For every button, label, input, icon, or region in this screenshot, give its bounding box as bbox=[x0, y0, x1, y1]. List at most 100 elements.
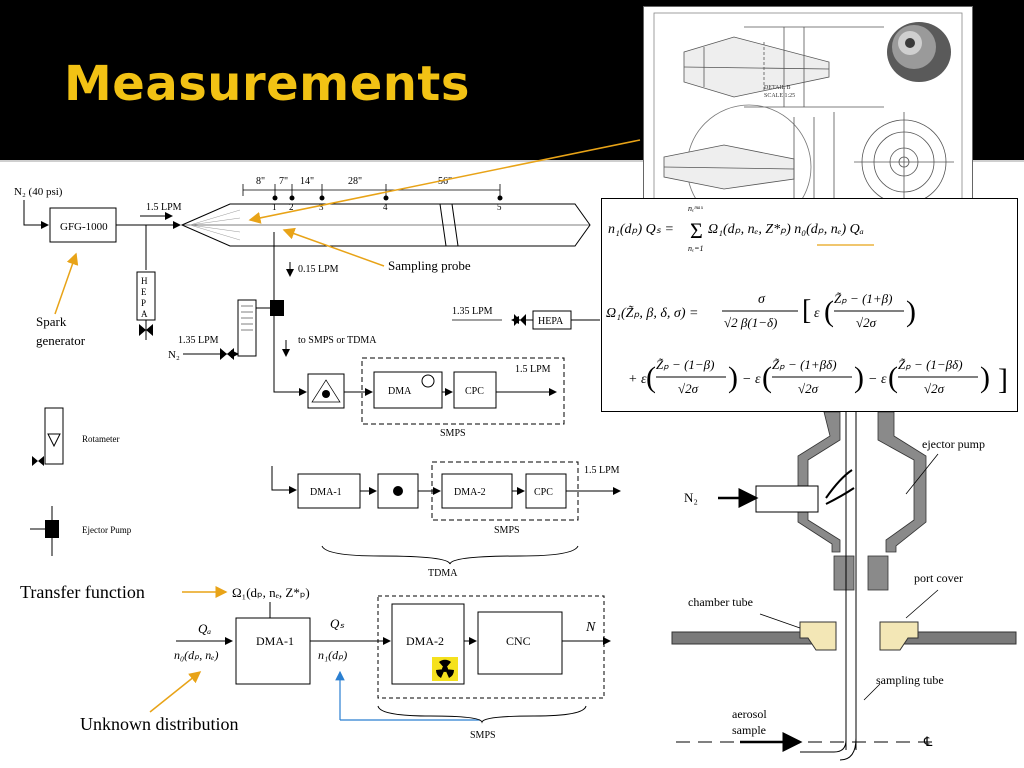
eq2-paren-close-1: ) bbox=[906, 295, 916, 328]
port-3: 3 bbox=[319, 202, 324, 212]
eq2-term4-den: √2σ bbox=[924, 381, 945, 396]
eq2-term3-den: √2σ bbox=[798, 381, 819, 396]
drawing-detail-label: DETAIL B bbox=[764, 85, 790, 91]
hepa-letter-h: H bbox=[141, 276, 148, 286]
aerosol-label-1: aerosol bbox=[732, 707, 767, 721]
tf-dma1-box bbox=[235, 617, 311, 685]
spark-generator-box bbox=[49, 207, 117, 243]
dma-label: DMA bbox=[388, 386, 412, 397]
eq2-plus-eps: + ε bbox=[628, 372, 647, 387]
eq2-term2-num: Z̃ₚ − (1−β) bbox=[656, 357, 714, 372]
smps2-label: SMPS bbox=[494, 525, 520, 536]
aerosol-label-2: sample bbox=[732, 723, 766, 737]
hepa-letter-p: P bbox=[141, 298, 146, 308]
centerline-symbol: ℄ bbox=[923, 734, 933, 749]
eq1-rhs: Ω₁(dₚ, nₑ, Z*ₚ) n₀(dₚ, nₑ) Qₐ bbox=[708, 222, 864, 237]
eq2-paren-close-2: ) bbox=[728, 361, 738, 394]
main-flow-label: 1.5 LPM bbox=[146, 202, 182, 213]
tf-cnc-label: CNC bbox=[506, 634, 531, 648]
spark-generator-model: GFG-1000 bbox=[60, 221, 108, 233]
to-smps-label: to SMPS or TDMA bbox=[298, 335, 377, 346]
chamber-tube-label: chamber tube bbox=[688, 595, 753, 609]
tf-cnc-box bbox=[477, 611, 563, 675]
legend-rotameter-symbol bbox=[44, 407, 64, 465]
eq2-paren-close-4: ) bbox=[980, 361, 990, 394]
dma1-label: DMA-1 bbox=[310, 487, 342, 498]
eq2-bracket-open: [ bbox=[802, 295, 811, 326]
distance-5: 56" bbox=[438, 176, 452, 187]
eq2-term2-den: √2σ bbox=[678, 381, 699, 396]
n1-label: n₁(dₚ) bbox=[318, 648, 347, 662]
dma2-label: DMA-2 bbox=[454, 487, 486, 498]
eq1-sum-top: nₑᵐᵃˣ bbox=[688, 204, 704, 213]
dma1-box bbox=[297, 473, 361, 509]
omega-expression: Ω₁(dₚ, nₑ, Z*ₚ) bbox=[232, 585, 310, 600]
n2-supply-label: N₂ (40 psi) bbox=[14, 186, 63, 198]
valve-icon bbox=[139, 324, 153, 336]
n2-inlet-label: N₂ bbox=[168, 349, 180, 361]
eq2-paren-close-3: ) bbox=[854, 361, 864, 394]
eq2-paren-open-4: ( bbox=[888, 361, 898, 394]
eq1-lhs: n₁(dₚ) Qₛ = bbox=[608, 222, 674, 237]
distribution-pointer-arrow bbox=[149, 671, 202, 713]
nozzle-render bbox=[887, 22, 951, 82]
eq2-term1-den: √2σ bbox=[856, 315, 877, 330]
qs-label: Qₛ bbox=[330, 616, 344, 631]
ejector-n2-label: N₂ bbox=[684, 490, 698, 505]
equations-panel: n₁(dₚ) Qₛ = nₑᵐᵃˣ Σ nₑ=1 Ω₁(dₚ, nₑ, Z*ₚ)… bbox=[601, 198, 1018, 412]
probe-pointer-arrow bbox=[282, 227, 385, 267]
sampling-probe-label: Sampling probe bbox=[388, 258, 471, 273]
sampling-tube-label: sampling tube bbox=[876, 673, 944, 687]
eq2-term4-num: Z̃ₚ − (1−βδ) bbox=[898, 357, 963, 372]
legend-ejector: Ejector Pump bbox=[82, 525, 132, 535]
distance-3: 14" bbox=[300, 176, 314, 187]
eq2-paren-open-2: ( bbox=[646, 361, 656, 394]
port-1: 1 bbox=[272, 202, 277, 212]
cpc-label: CPC bbox=[465, 386, 484, 397]
spark-label-line1: Spark bbox=[36, 314, 67, 329]
smps-flow-label: 1.5 LPM bbox=[515, 364, 551, 375]
port-4: 4 bbox=[383, 202, 388, 212]
eq2-bracket-close: ] bbox=[998, 363, 1008, 396]
distance-2: 7" bbox=[279, 176, 288, 187]
unknown-distribution-label: Unknown distribution bbox=[80, 714, 239, 734]
eq2-minus-eps-2: − ε bbox=[868, 372, 887, 387]
eq2-frac-den: √2 β(1−δ) bbox=[724, 315, 777, 330]
eq2-minus-eps-1: − ε bbox=[742, 372, 761, 387]
hepa-letter-e: E bbox=[141, 287, 147, 297]
title-divider bbox=[0, 160, 1024, 162]
sample-flow-label: 0.15 LPM bbox=[298, 264, 339, 275]
tf-dma1-label: DMA-1 bbox=[256, 634, 294, 648]
cpc-box bbox=[453, 371, 497, 409]
slide-title: Measurements bbox=[64, 56, 470, 112]
tdma-label: TDMA bbox=[428, 568, 458, 579]
tdma-flow-label: 1.5 LPM bbox=[584, 465, 620, 476]
tf-smps-group bbox=[377, 595, 605, 699]
eq2-eps-1: ε bbox=[814, 306, 820, 321]
hepa-flow-label: 1.35 LPM bbox=[452, 306, 493, 317]
tf-dma2-label: DMA-2 bbox=[406, 634, 444, 648]
eq2-term3-num: Z̃ₚ − (1+βδ) bbox=[772, 357, 837, 372]
legend-ejector-symbol bbox=[45, 520, 59, 538]
distance-4: 28" bbox=[348, 176, 362, 187]
eq2-paren-open-1: ( bbox=[824, 295, 834, 328]
transfer-function-label: Transfer function bbox=[20, 582, 145, 602]
cpc2-label: CPC bbox=[534, 487, 553, 498]
eq2-term1-num: Z̃ₚ − (1+β) bbox=[834, 291, 892, 306]
eq1-sigma: Σ bbox=[690, 218, 703, 243]
technical-drawing: DETAIL B SCALE 1:25 bbox=[643, 6, 973, 230]
cpc2-box bbox=[525, 473, 567, 509]
equations-svg: n₁(dₚ) Qₛ = nₑᵐᵃˣ Σ nₑ=1 Ω₁(dₚ, nₑ, Z*ₚ)… bbox=[606, 204, 1008, 396]
spark-label-line2: generator bbox=[36, 333, 86, 348]
ejector-pump-symbol bbox=[270, 300, 284, 316]
smps-group bbox=[361, 357, 565, 425]
drawing-scale-label: SCALE 1:25 bbox=[764, 93, 795, 99]
distance-1: 8" bbox=[256, 176, 265, 187]
technical-drawing-svg: DETAIL B SCALE 1:25 bbox=[653, 12, 963, 230]
smps2-group bbox=[431, 461, 579, 521]
port-5: 5 bbox=[497, 202, 502, 212]
ejector-pump-label: ejector pump bbox=[922, 437, 985, 451]
port-cover-label: port cover bbox=[914, 571, 963, 585]
smps-label: SMPS bbox=[440, 428, 466, 439]
